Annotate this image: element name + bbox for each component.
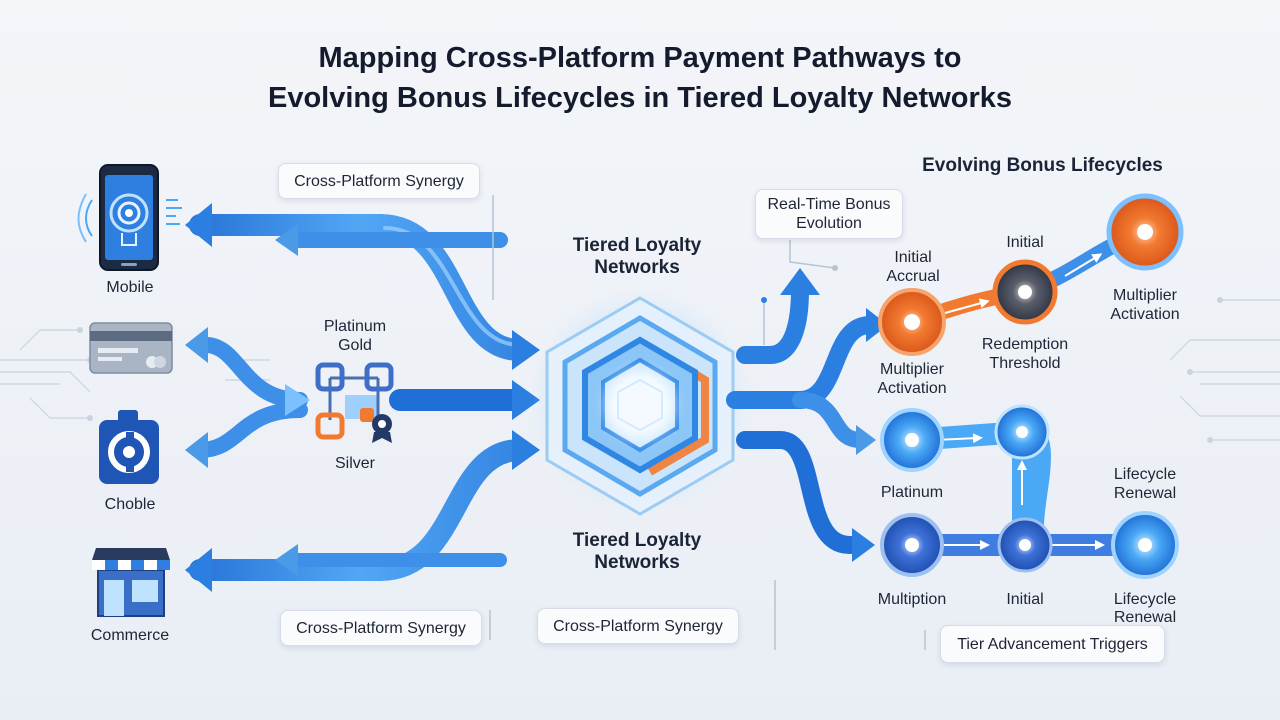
tier-badges-icon	[315, 362, 394, 443]
tier-label-platinum: Platinum	[323, 318, 387, 335]
cross-platform-synergy-bottom-center: Cross-Platform Synergy	[537, 608, 739, 644]
hub-label-bottom-line-2: Networks	[594, 552, 680, 573]
lifecycle-heading: Evolving Bonus Lifecycles	[922, 155, 1163, 176]
lifecycle-renewal-bottom-line-2: Renewal	[1113, 609, 1177, 626]
tier-advancement-triggers-callout: Tier Advancement Triggers	[940, 625, 1165, 663]
credit-card-icon	[89, 322, 173, 374]
initial-accrual-line-2: Accrual	[886, 268, 940, 285]
choble-app-icon	[99, 410, 159, 484]
connector-lines	[489, 195, 926, 650]
initial-bottom-label: Initial	[1006, 591, 1044, 608]
multiplier-activation-top-line-2: Activation	[1110, 306, 1180, 323]
left-flow-pathways	[189, 214, 531, 581]
multiplier-activation-line-1: Multiplier	[879, 361, 944, 378]
multiplier-activation-top-line-1: Multiplier	[1112, 287, 1177, 304]
redemption-threshold-line-1: Redemption	[981, 336, 1069, 353]
mobile-label: Mobile	[106, 279, 154, 296]
storefront-icon	[92, 548, 170, 617]
hub-label-bottom-line-1: Tiered Loyalty	[572, 530, 702, 551]
multiption-label: Multiption	[877, 591, 947, 608]
lifecycle-nodes	[878, 193, 1184, 579]
multiplier-activation-line-2: Activation	[877, 380, 947, 397]
page-title-line-1: Mapping Cross-Platform Payment Pathways …	[318, 42, 962, 74]
right-arrowheads	[780, 268, 888, 562]
initial-accrual-line-1: Initial	[894, 249, 932, 266]
right-flow-pathways	[726, 281, 879, 554]
redemption-threshold-line-2: Threshold	[989, 355, 1061, 372]
lifecycle-renewal-top-line-2: Renewal	[1113, 485, 1177, 502]
lifecycle-renewal-bottom-line-1: Lifecycle	[1113, 591, 1177, 608]
choble-label: Choble	[104, 496, 156, 513]
page-title-line-2: Evolving Bonus Lifecycles in Tiered Loya…	[267, 82, 1013, 114]
cross-platform-synergy-top: Cross-Platform Synergy	[278, 163, 480, 199]
tier-label-gold: Gold	[338, 337, 372, 354]
left-arrowheads	[185, 203, 540, 592]
real-time-bonus-line-2: Evolution	[796, 215, 862, 232]
commerce-label: Commerce	[90, 627, 170, 644]
cross-platform-synergy-bottom-left: Cross-Platform Synergy	[280, 610, 482, 646]
hub-label-top-line-2: Networks	[594, 257, 680, 278]
tiered-loyalty-hub	[530, 290, 750, 516]
initial-top-label: Initial	[1006, 234, 1044, 251]
mobile-phone-icon	[77, 164, 182, 271]
hub-label-top-line-1: Tiered Loyalty	[572, 235, 702, 256]
tier-label-silver: Silver	[334, 455, 375, 472]
real-time-bonus-evolution-callout: Real-Time Bonus Evolution	[755, 189, 903, 239]
lifecycle-renewal-top-line-1: Lifecycle	[1113, 466, 1177, 483]
platinum-lifecycle-label: Platinum	[880, 484, 944, 501]
real-time-bonus-line-1: Real-Time Bonus	[767, 196, 891, 213]
